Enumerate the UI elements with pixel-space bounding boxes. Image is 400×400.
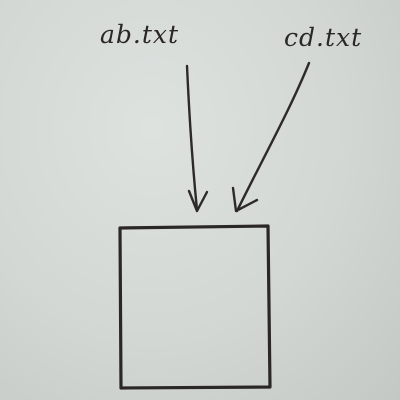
arrow-ab-shaft	[185, 64, 199, 212]
arrow-cd-to-box	[231, 61, 311, 213]
arrow-ab-head	[187, 189, 209, 213]
arrow-cd-shaft	[235, 61, 311, 213]
file-label-cd: cd.txt	[284, 23, 362, 52]
file-label-ab: ab.txt	[100, 20, 179, 49]
target-box	[118, 224, 272, 390]
arrow-ab-to-box	[185, 64, 209, 213]
arrow-cd-head	[231, 186, 259, 213]
